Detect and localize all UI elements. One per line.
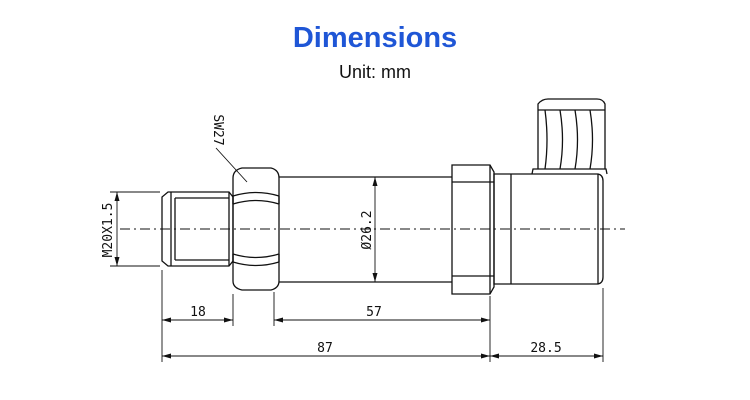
body-length-label: 57 (366, 305, 382, 320)
connector-nut (451, 164, 495, 295)
sensor-body (279, 176, 452, 283)
unit-subtitle: Unit: mm (339, 62, 411, 82)
arrowheads (114, 177, 603, 359)
thread-length-label: 18 (190, 305, 206, 320)
wrench-leader (215, 147, 248, 183)
diameter-label: Ø26.2 (360, 210, 375, 249)
page-title: Dimensions (292, 22, 458, 54)
overall-length-label: 87 (317, 341, 333, 356)
thread-fitting (161, 191, 234, 267)
thread-label: M20X1.5 (101, 203, 116, 258)
dimension-lines (162, 319, 603, 357)
cable-gland (531, 98, 608, 175)
thread-dimension (110, 191, 160, 267)
hex-nut (232, 167, 280, 291)
wrench-label: SW27 (210, 114, 225, 145)
connector-length-label: 28.5 (530, 341, 561, 356)
connector-body (493, 173, 604, 285)
